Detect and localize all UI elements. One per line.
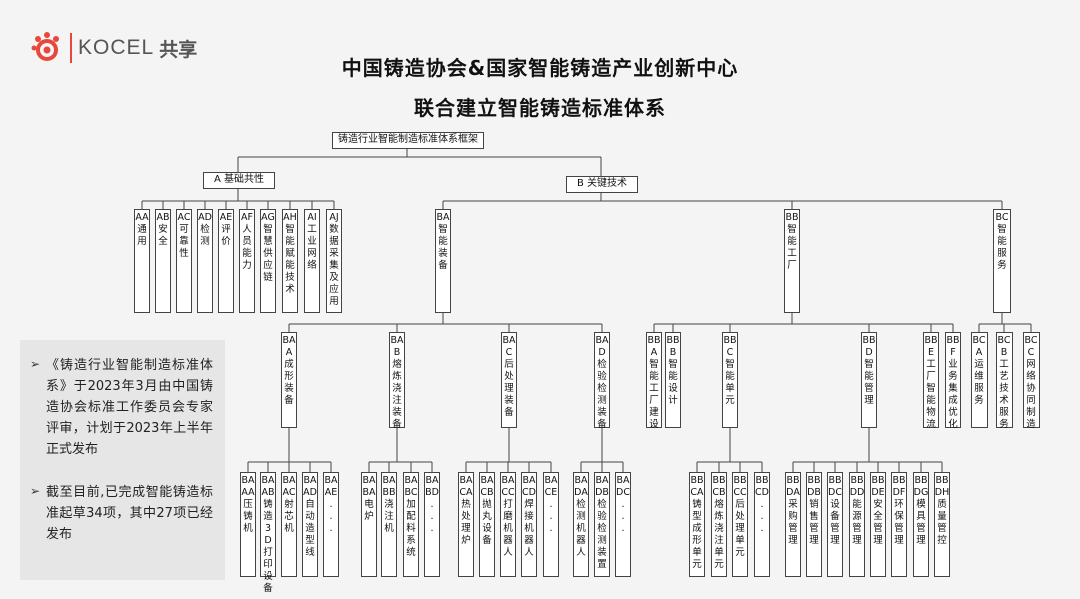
- root-node: 铸造行业智能制造标准体系框架: [332, 132, 484, 149]
- note-text: 《铸造行业智能制造标准体系》于2023年3月由中国铸造协会标准工作委员会专家评审…: [46, 358, 213, 457]
- logo-divider: [70, 33, 72, 63]
- node-b: B 关键技术: [566, 176, 638, 193]
- logo-share-text: 共享: [159, 38, 198, 61]
- arrow-bullet-icon: ➢: [30, 484, 41, 498]
- logo-text: KOCEL: [78, 36, 155, 59]
- note-item: ➢ 《铸造行业智能制造标准体系》于2023年3月由中国铸造协会标准工作委员会专家…: [30, 355, 213, 460]
- note-item: ➢ 截至目前,已完成智能铸造标准起草34项，其中27项已经发布: [30, 482, 213, 545]
- notes-panel: ➢ 《铸造行业智能制造标准体系》于2023年3月由中国铸造协会标准工作委员会专家…: [20, 340, 225, 580]
- kocel-logo-icon: [30, 31, 64, 65]
- page-title-line2: 联合建立智能铸造标准体系: [414, 96, 666, 120]
- arrow-bullet-icon: ➢: [30, 357, 41, 371]
- page-title-line1: 中国铸造协会&国家智能铸造产业创新中心: [341, 56, 739, 80]
- note-text: 截至目前,已完成智能铸造标准起草34项，其中27项已经发布: [46, 485, 213, 542]
- kocel-logo: KOCEL 共享: [30, 28, 197, 68]
- node-a: A 基础共性: [203, 172, 275, 189]
